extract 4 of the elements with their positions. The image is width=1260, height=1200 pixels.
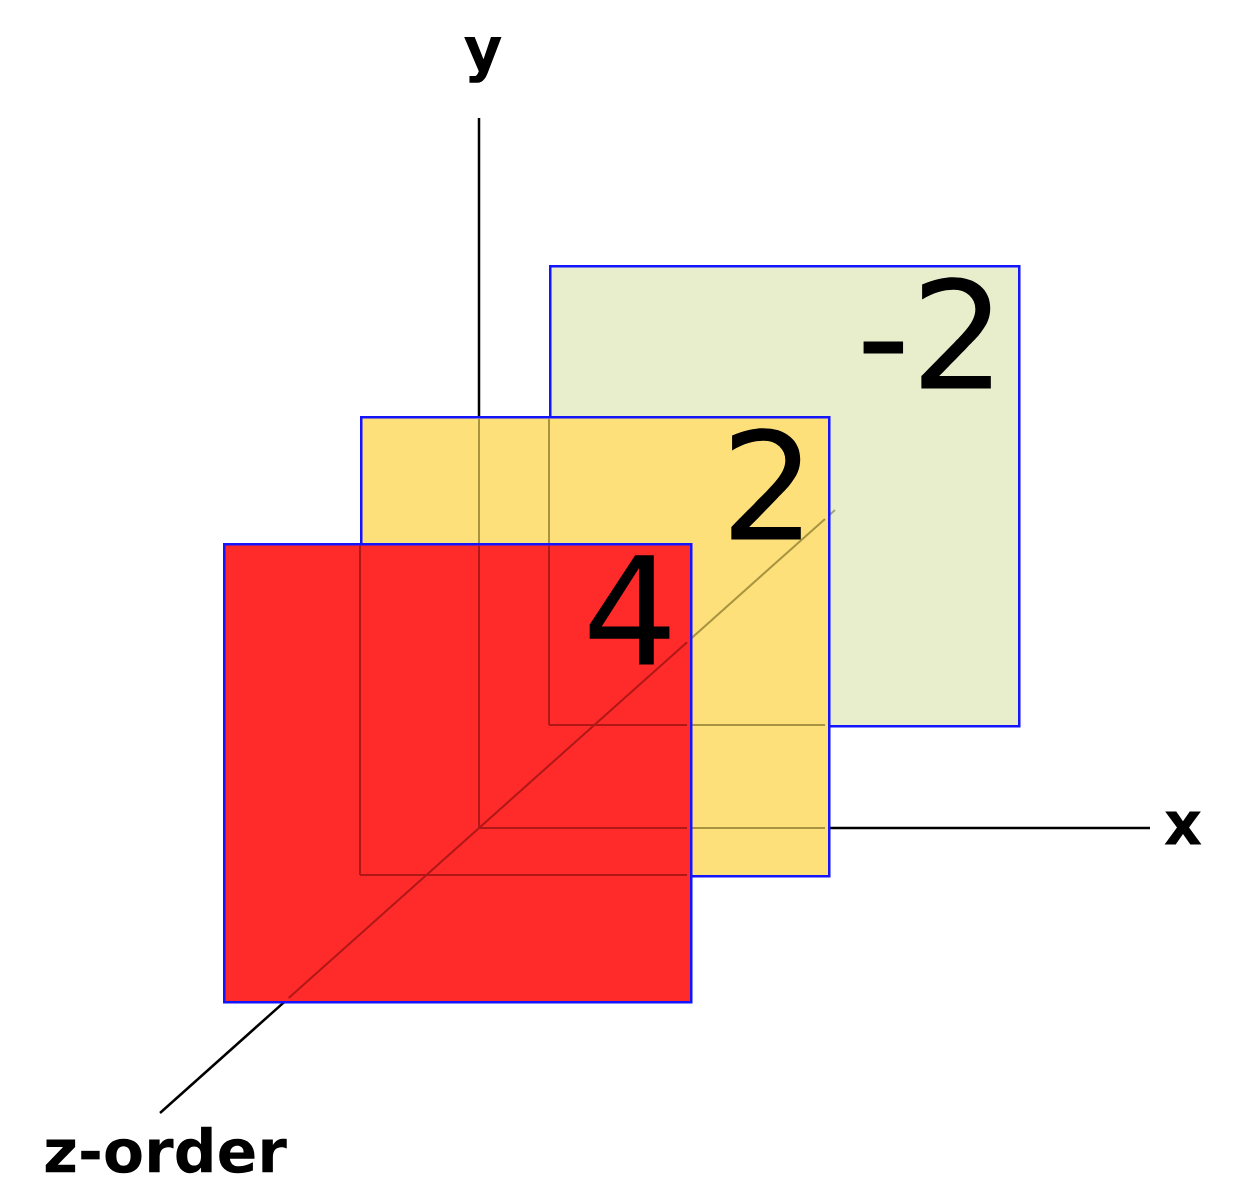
axis-label: z-order <box>45 1126 287 1174</box>
axis-label: y <box>464 37 502 83</box>
axis-label: x <box>1164 811 1202 845</box>
layer-square: 4 <box>223 543 693 1004</box>
